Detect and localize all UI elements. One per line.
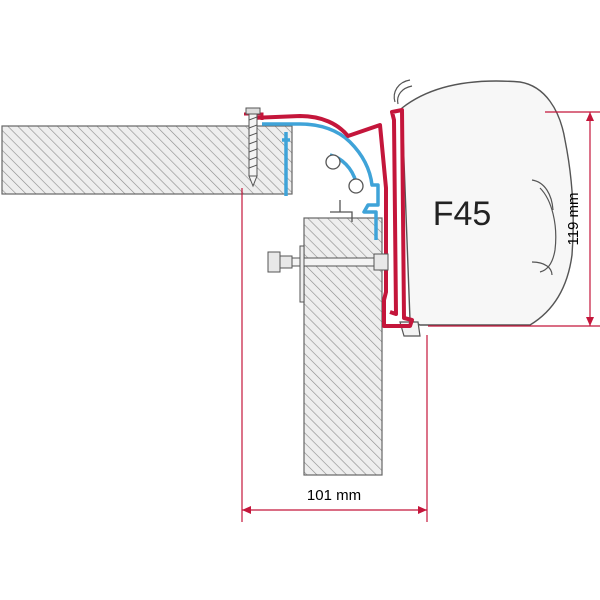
- height-dimension: [428, 111, 600, 327]
- cassette-front-lip: [531, 179, 554, 276]
- side-wall-block: [303, 217, 383, 476]
- top-screw: [245, 107, 261, 188]
- cassette-top-hook: [393, 79, 413, 105]
- profile-channel-upper: [325, 154, 341, 170]
- cassette-front-curve: [539, 187, 557, 273]
- red-adapter-bracket: [249, 108, 414, 328]
- horizontal-bolt: [267, 245, 389, 303]
- width-dimension-label: 101 mm: [307, 487, 361, 504]
- awning-cassette-body: [401, 80, 574, 326]
- profile-channel-lower: [348, 178, 364, 194]
- blue-mounting-profile: [262, 122, 380, 240]
- width-dimension: [241, 188, 428, 522]
- roof-wall-section: [1, 125, 293, 195]
- product-label: F45: [433, 195, 492, 233]
- height-dimension-label: 119 mm: [565, 192, 582, 245]
- profile-clip: [330, 200, 353, 222]
- blue-profile-inner: [282, 132, 290, 196]
